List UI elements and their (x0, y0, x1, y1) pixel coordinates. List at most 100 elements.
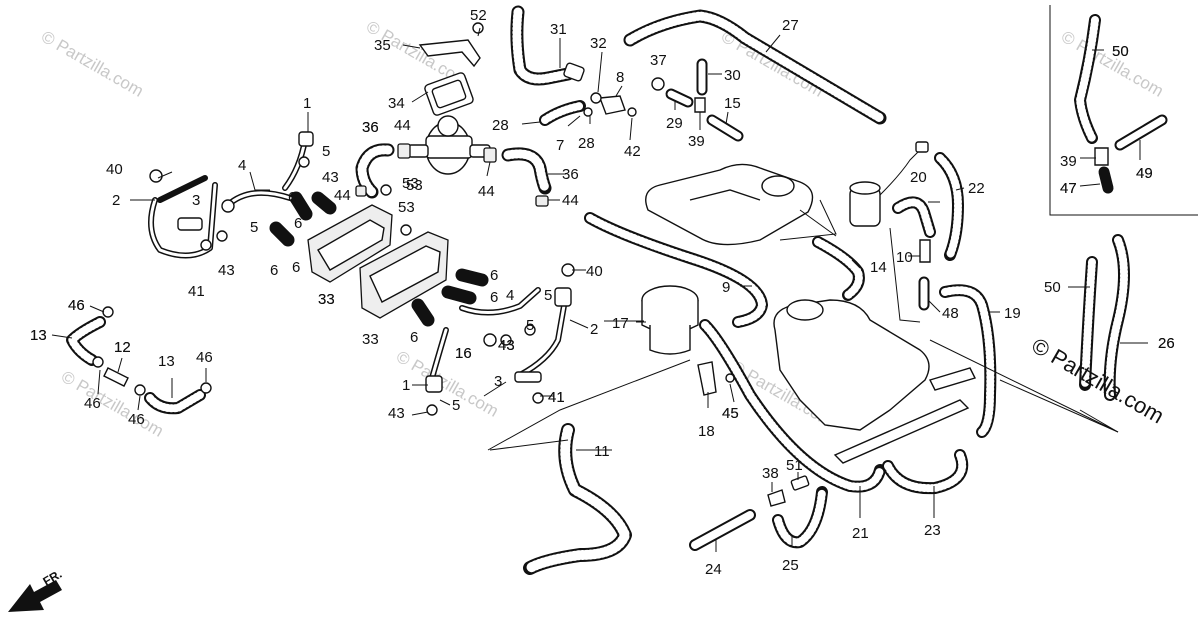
washer-43 (426, 404, 438, 416)
callout-49: 49 (1136, 165, 1153, 182)
callout-19: 19 (1004, 305, 1021, 322)
callout-4: 4 (238, 157, 246, 174)
bolt-41 (200, 239, 212, 251)
callout-7: 7 (556, 137, 564, 154)
callout-1: 1 (402, 377, 410, 394)
hose-6 (269, 221, 295, 247)
hose-6 (311, 191, 337, 215)
watermark: © Partzilla.com (38, 27, 147, 101)
callout-41: 41 (548, 389, 565, 406)
callout-33: 33 (362, 331, 379, 348)
bracket-18 (697, 361, 717, 396)
callout-32: 32 (590, 35, 607, 52)
callout-6: 6 (288, 189, 296, 206)
hose-group (66, 5, 1168, 575)
callout-46: 46 (196, 349, 213, 366)
clamp-44 (535, 195, 549, 207)
callout-16: 16 (455, 345, 472, 362)
callout-47: 47 (1060, 180, 1077, 197)
callout-6: 6 (292, 259, 300, 276)
callout-2: 2 (112, 192, 120, 209)
clamp-44 (397, 143, 411, 159)
front-arrow-icon (8, 580, 62, 612)
inset-frame (1049, 5, 1198, 216)
callout-27: 27 (782, 17, 799, 34)
callout-33: 33 (318, 291, 335, 308)
callout-36: 36 (562, 166, 579, 183)
washer-43 (216, 230, 228, 242)
clip-42 (627, 107, 637, 117)
callout-1: 1 (303, 95, 311, 112)
callout-5: 5 (452, 397, 460, 414)
callout-50: 50 (1112, 43, 1129, 60)
flange-3 (177, 217, 203, 231)
bracket-35 (418, 39, 481, 68)
hose-47 (1098, 166, 1114, 194)
callout-6: 6 (410, 329, 418, 346)
intake-manifold-lower (773, 299, 930, 431)
callout-43: 43 (388, 405, 405, 422)
hose-6 (411, 298, 435, 327)
callout-28: 28 (492, 117, 509, 134)
callout-53: 53 (402, 175, 419, 192)
callout-43: 43 (218, 262, 235, 279)
callout-4: 4 (506, 287, 514, 304)
callout-5: 5 (250, 219, 258, 236)
callout-15: 15 (724, 95, 741, 112)
copyright-label: © Partzilla.com (1028, 333, 1169, 429)
fuel-rail (833, 399, 970, 464)
callout-10: 10 (896, 249, 913, 266)
leader-lines (51, 27, 1148, 552)
callout-9: 9 (722, 279, 730, 296)
hose-6 (289, 191, 313, 221)
callout-39: 39 (1060, 153, 1077, 170)
clamp-46 (200, 382, 212, 394)
callout-36: 36 (362, 119, 379, 136)
callout-23: 23 (924, 522, 941, 539)
callout-12: 12 (114, 339, 131, 356)
part-group (92, 22, 1109, 507)
callout-labels: 1 2 3 4 5 6 8 9 10 11 12 13 14 15 16 17 … (30, 7, 1175, 578)
callout-45: 45 (722, 405, 739, 422)
callout-40: 40 (106, 161, 123, 178)
callout-42: 42 (624, 143, 641, 160)
fitting-51 (790, 475, 810, 491)
valve-12 (103, 367, 129, 387)
callout-46: 46 (128, 411, 145, 428)
callout-30: 30 (724, 67, 741, 84)
callout-29: 29 (666, 115, 683, 132)
bolt-52 (472, 22, 484, 34)
callout-48: 48 (942, 305, 959, 322)
callout-6: 6 (490, 267, 498, 284)
callout-41: 41 (548, 389, 565, 406)
hose-6 (455, 268, 489, 287)
callout-13: 13 (158, 353, 175, 370)
callout-13: 13 (30, 327, 47, 344)
callout-26: 26 (1158, 335, 1175, 352)
front-direction-indicator: FR. (8, 567, 64, 612)
bolt-53 (380, 184, 392, 196)
callout-45: 45 (722, 405, 739, 422)
fitting-38 (767, 489, 786, 507)
callout-24: 24 (705, 561, 722, 578)
intake-manifold-upper (645, 163, 814, 246)
tee-39 (694, 97, 706, 113)
callout-11: 11 (594, 443, 610, 460)
callout-6: 6 (490, 289, 498, 306)
callout-44: 44 (394, 117, 411, 134)
callout-44: 44 (334, 187, 351, 204)
callout-53: 53 (398, 199, 415, 216)
callout-28: 28 (578, 135, 595, 152)
callout-38: 38 (762, 465, 779, 482)
callout-53: 53 (406, 177, 423, 194)
bolt-45 (725, 373, 735, 383)
callout-46: 46 (68, 297, 85, 314)
clip-28 (583, 107, 593, 117)
washer-5 (524, 324, 536, 336)
tee-10 (919, 239, 931, 263)
callout-3: 3 (494, 373, 502, 390)
callout-5: 5 (526, 317, 534, 334)
callout-50: 50 (1112, 43, 1129, 60)
flange-3 (514, 371, 542, 383)
